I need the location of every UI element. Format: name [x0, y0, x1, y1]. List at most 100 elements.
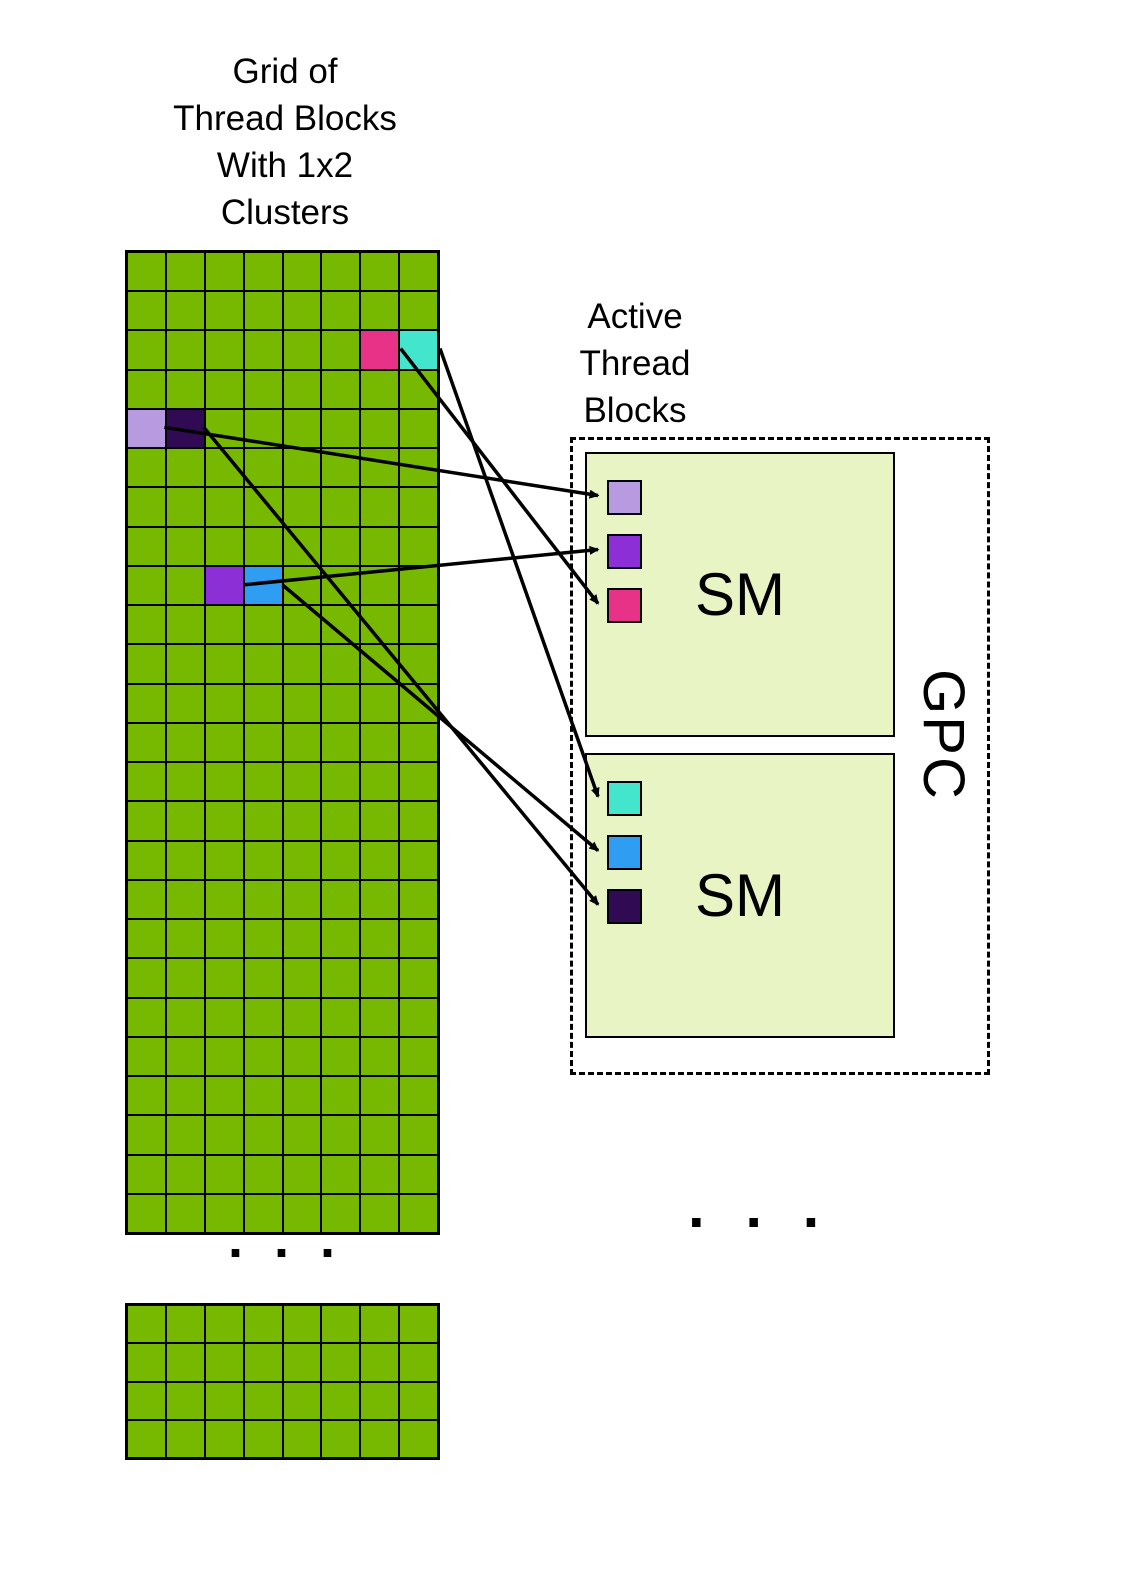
thread-block-cell	[399, 1036, 438, 1077]
thread-block-cell	[321, 291, 361, 331]
thread-block-cell	[360, 801, 400, 841]
thread-block-cell	[243, 369, 283, 409]
thread-block-cell	[243, 252, 283, 292]
thread-block-cell	[360, 722, 400, 763]
thread-block-cell-purple	[204, 565, 244, 606]
thread-block-cell	[243, 1076, 283, 1116]
grid-continuation-ellipsis: . . .	[228, 1209, 344, 1269]
sm-label: SM	[695, 561, 785, 628]
thread-block-cell	[282, 1381, 322, 1420]
thread-block-cell	[165, 1305, 205, 1344]
thread-block-cell	[243, 722, 283, 763]
thread-block-cell	[165, 526, 205, 566]
thread-block-cell	[321, 997, 361, 1037]
thread-block-cell	[243, 683, 283, 723]
thread-block-cell	[360, 958, 400, 998]
thread-block-cell	[321, 1381, 361, 1420]
thread-block-cell	[399, 1419, 438, 1458]
thread-block-cell	[165, 762, 205, 802]
thread-block-cell	[204, 644, 244, 684]
thread-block-cell	[321, 840, 361, 880]
thread-block-cell	[165, 369, 205, 409]
thread-block-cell	[360, 997, 400, 1037]
thread-block-cell	[399, 565, 438, 606]
thread-block-cell	[321, 919, 361, 959]
thread-block-cell	[127, 1193, 166, 1233]
thread-block-cell	[399, 840, 438, 880]
active-block-blue	[607, 835, 642, 870]
thread-block-cell	[360, 1076, 400, 1116]
thread-block-cell	[282, 997, 322, 1037]
thread-block-cell	[127, 526, 166, 566]
thread-block-cell	[127, 879, 166, 920]
thread-block-cell	[282, 408, 322, 449]
thread-block-cell	[243, 997, 283, 1037]
thread-block-cell	[127, 762, 166, 802]
grid-title: Grid of Thread Blocks With 1x2 Clusters	[173, 52, 397, 232]
thread-block-cell	[127, 1343, 166, 1382]
thread-block-cell	[321, 722, 361, 763]
thread-block-cell	[360, 879, 400, 920]
thread-block-cell	[360, 1381, 400, 1420]
thread-block-cell	[243, 1154, 283, 1194]
thread-block-cell	[165, 1381, 205, 1420]
thread-block-cell	[127, 801, 166, 841]
thread-block-cell	[282, 1419, 322, 1458]
active-block-lavender	[607, 480, 642, 515]
thread-block-cell	[321, 369, 361, 409]
thread-block-cell	[204, 330, 244, 370]
thread-block-cell-dark_purple	[165, 408, 205, 449]
thread-block-cell	[282, 565, 322, 606]
thread-block-cell	[243, 1193, 283, 1233]
thread-block-cell	[282, 1343, 322, 1382]
thread-block-cell	[321, 526, 361, 566]
thread-block-cell	[127, 1305, 166, 1344]
thread-block-cell	[165, 683, 205, 723]
thread-block-cell	[243, 879, 283, 920]
thread-block-cell	[204, 487, 244, 527]
thread-block-cell	[165, 801, 205, 841]
thread-block-cell	[127, 565, 166, 606]
thread-block-cell	[127, 997, 166, 1037]
thread-block-cell	[204, 448, 244, 488]
thread-block-cell	[360, 252, 400, 292]
thread-block-cell	[399, 644, 438, 684]
thread-block-cell	[399, 958, 438, 998]
thread-block-cell	[165, 1154, 205, 1194]
thread-block-cell	[204, 958, 244, 998]
thread-block-cell	[165, 448, 205, 488]
thread-block-cell	[165, 1193, 205, 1233]
thread-block-cell	[204, 1036, 244, 1077]
thread-block-cell	[399, 252, 438, 292]
thread-block-grid-partial	[125, 1303, 440, 1460]
thread-block-cell	[360, 1343, 400, 1382]
active-block-purple	[607, 534, 642, 569]
thread-block-cell	[399, 487, 438, 527]
thread-block-cell	[321, 252, 361, 292]
thread-block-cell	[204, 879, 244, 920]
thread-block-cell	[399, 526, 438, 566]
thread-block-cell	[204, 369, 244, 409]
thread-block-cell	[127, 919, 166, 959]
thread-block-cell	[321, 448, 361, 488]
thread-block-cell	[243, 605, 283, 645]
thread-block-cell	[399, 1115, 438, 1155]
thread-block-cell	[399, 879, 438, 920]
thread-block-cell	[360, 1419, 400, 1458]
thread-block-cell	[165, 291, 205, 331]
thread-block-cell	[282, 683, 322, 723]
thread-block-cell	[243, 840, 283, 880]
thread-block-cell	[243, 330, 283, 370]
thread-block-cell-lavender	[127, 408, 166, 449]
thread-block-cell	[127, 644, 166, 684]
thread-block-cell	[243, 408, 283, 449]
thread-block-cell	[165, 840, 205, 880]
thread-block-cell	[127, 683, 166, 723]
thread-block-cell	[321, 762, 361, 802]
thread-block-cell	[399, 762, 438, 802]
thread-block-cell	[127, 252, 166, 292]
thread-block-cell	[243, 291, 283, 331]
thread-block-cell	[399, 683, 438, 723]
thread-block-cell	[321, 683, 361, 723]
thread-block-cell	[360, 683, 400, 723]
